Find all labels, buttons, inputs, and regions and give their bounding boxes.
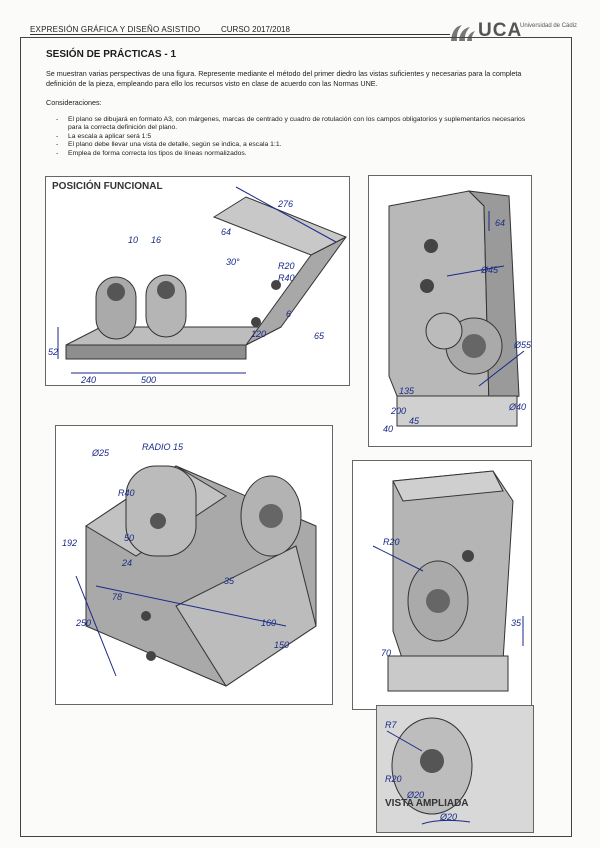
course-year: CURSO 2017/2018 [221, 25, 290, 34]
dim-label: R40 [278, 273, 295, 283]
panel-title-functional: POSICIÓN FUNCIONAL [52, 181, 163, 192]
session-title: SESIÓN DE PRÁCTICAS - 1 [46, 49, 177, 60]
header-rule [30, 34, 450, 35]
enlarged-detail-drawing: R7 R20 Ø20 [377, 706, 533, 832]
considerations-list: El plano se dibujará en formato A3, con … [56, 116, 536, 158]
dim-label: 70 [381, 648, 391, 658]
consideration-item: La escala a aplicar será 1:5 [56, 133, 536, 142]
dim-label: Ø55 [513, 340, 532, 350]
dim-label: 240 [80, 375, 96, 385]
dim-label: Ø40 [508, 402, 526, 412]
dim-label: 52 [48, 347, 58, 357]
panel-enlarged-view: R7 R20 Ø20 VISTA AMPLIADA [376, 705, 534, 833]
logo-university-name: Universidad de Cádiz [520, 23, 578, 29]
dim-label: R40 [118, 488, 135, 498]
dim-label: 6 [286, 309, 291, 319]
sheet-frame [20, 37, 572, 837]
dim-label: R20 [385, 774, 402, 784]
logo-uca-text: UCA [478, 20, 523, 41]
dim-label: 30° [226, 257, 240, 267]
course-title: EXPRESIÓN GRÁFICA Y DISEÑO ASISTIDO [30, 25, 201, 34]
consideration-item: El plano se dibujará en formato A3, con … [56, 116, 536, 133]
functional-perspective-drawing: 276 64 10 16 30° R20 R40 120 6 65 52 240… [48, 186, 348, 385]
dim-label: 16 [151, 235, 161, 245]
consideration-item: El plano debe llevar una vista de detall… [56, 141, 536, 150]
dim-label: 65 [314, 331, 325, 341]
dim-label: 150 [274, 640, 289, 650]
front-perspective-drawing: Ø25 RADIO 15 R40 50 192 78 35 24 160 150… [62, 442, 317, 687]
dim-label: 10 [128, 235, 138, 245]
intro-paragraph: Se muestran varias perspectivas de una f… [46, 69, 522, 88]
side-perspective-drawing: R20 35 70 [372, 470, 524, 692]
dim-label: R7 [385, 720, 397, 730]
dim-label: 45 [409, 416, 420, 426]
dim-label: 120 [251, 329, 266, 339]
dim-label: 64 [221, 227, 231, 237]
dim-label: Ø20 [406, 790, 424, 800]
panel-side-view: R20 35 70 [352, 460, 532, 710]
dim-label: RADIO 15 [142, 442, 184, 452]
dim-label: R20 [278, 261, 295, 271]
consideration-item: Emplea de forma correcta los tipos de lí… [56, 150, 536, 159]
dim-label: 64 [495, 218, 505, 228]
panel-front-view: Ø25 RADIO 15 R40 50 192 78 35 24 160 150… [55, 425, 333, 705]
dim-label: 192 [62, 538, 77, 548]
dim-label: 35 [224, 576, 235, 586]
dim-label: R20 [383, 537, 400, 547]
considerations-label: Consideraciones: [46, 98, 102, 107]
dim-label: 500 [141, 375, 156, 385]
dim-label: Ø20 [439, 812, 457, 822]
dim-label: Ø25 [91, 448, 110, 458]
dim-label: 78 [112, 592, 122, 602]
dim-label: 35 [511, 618, 522, 628]
panel-functional-position: POSICIÓN FUNCIONAL 276 64 10 16 30° R20 … [45, 176, 350, 386]
dim-label: 250 [75, 618, 91, 628]
dim-label: 135 [399, 386, 415, 396]
dim-label: 200 [390, 406, 406, 416]
footer-dimension-mark: Ø20 [421, 812, 471, 825]
dim-label: 160 [261, 618, 276, 628]
dim-label: 24 [121, 558, 132, 568]
dim-label: 276 [277, 199, 293, 209]
panel-rear-view: 64 Ø45 Ø55 Ø40 135 200 45 40 [368, 175, 532, 447]
rear-perspective-drawing: 64 Ø45 Ø55 Ø40 135 200 45 40 [383, 190, 532, 434]
panel-title-enlarged: VISTA AMPLIADA [385, 798, 469, 809]
dim-label: 40 [383, 424, 393, 434]
dim-label: Ø45 [480, 265, 499, 275]
dim-label: 50 [124, 533, 134, 543]
